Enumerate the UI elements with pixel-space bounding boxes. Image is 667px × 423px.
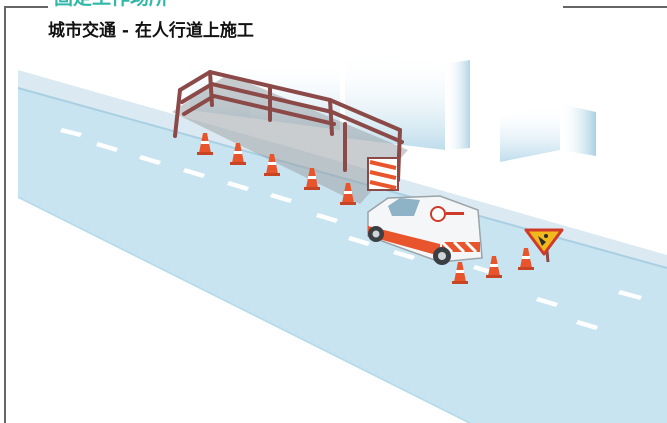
- traffic-cone-icon: [197, 133, 213, 155]
- barrier-stripes: [367, 157, 399, 191]
- roadworks-warning-sign-icon: [524, 228, 564, 263]
- page-title: 固定工作场所: [54, 0, 168, 10]
- service-van-icon: [367, 195, 483, 265]
- traffic-cone-icon: [340, 183, 356, 205]
- traffic-cone-icon: [264, 154, 280, 176]
- lane-markings: [60, 128, 642, 330]
- traffic-cone-icon: [486, 256, 502, 278]
- road-edge-lower: [17, 196, 471, 423]
- traffic-cone-icon: [230, 143, 246, 165]
- frame-top-right-line: [563, 6, 667, 8]
- frame-top-left-line: [4, 6, 48, 8]
- traffic-cone-icon: [304, 168, 320, 190]
- traffic-cone-icon: [452, 262, 468, 284]
- road-surface: [18, 88, 667, 423]
- page-subtitle: 城市交通 - 在人行道上施工: [48, 21, 254, 41]
- traffic-cone-icon: [518, 248, 534, 270]
- title-block: 固定工作场所: [48, 0, 175, 10]
- frame-left-line: [4, 6, 6, 423]
- traffic-cones: [197, 133, 534, 284]
- fenced-work-area: [172, 69, 408, 204]
